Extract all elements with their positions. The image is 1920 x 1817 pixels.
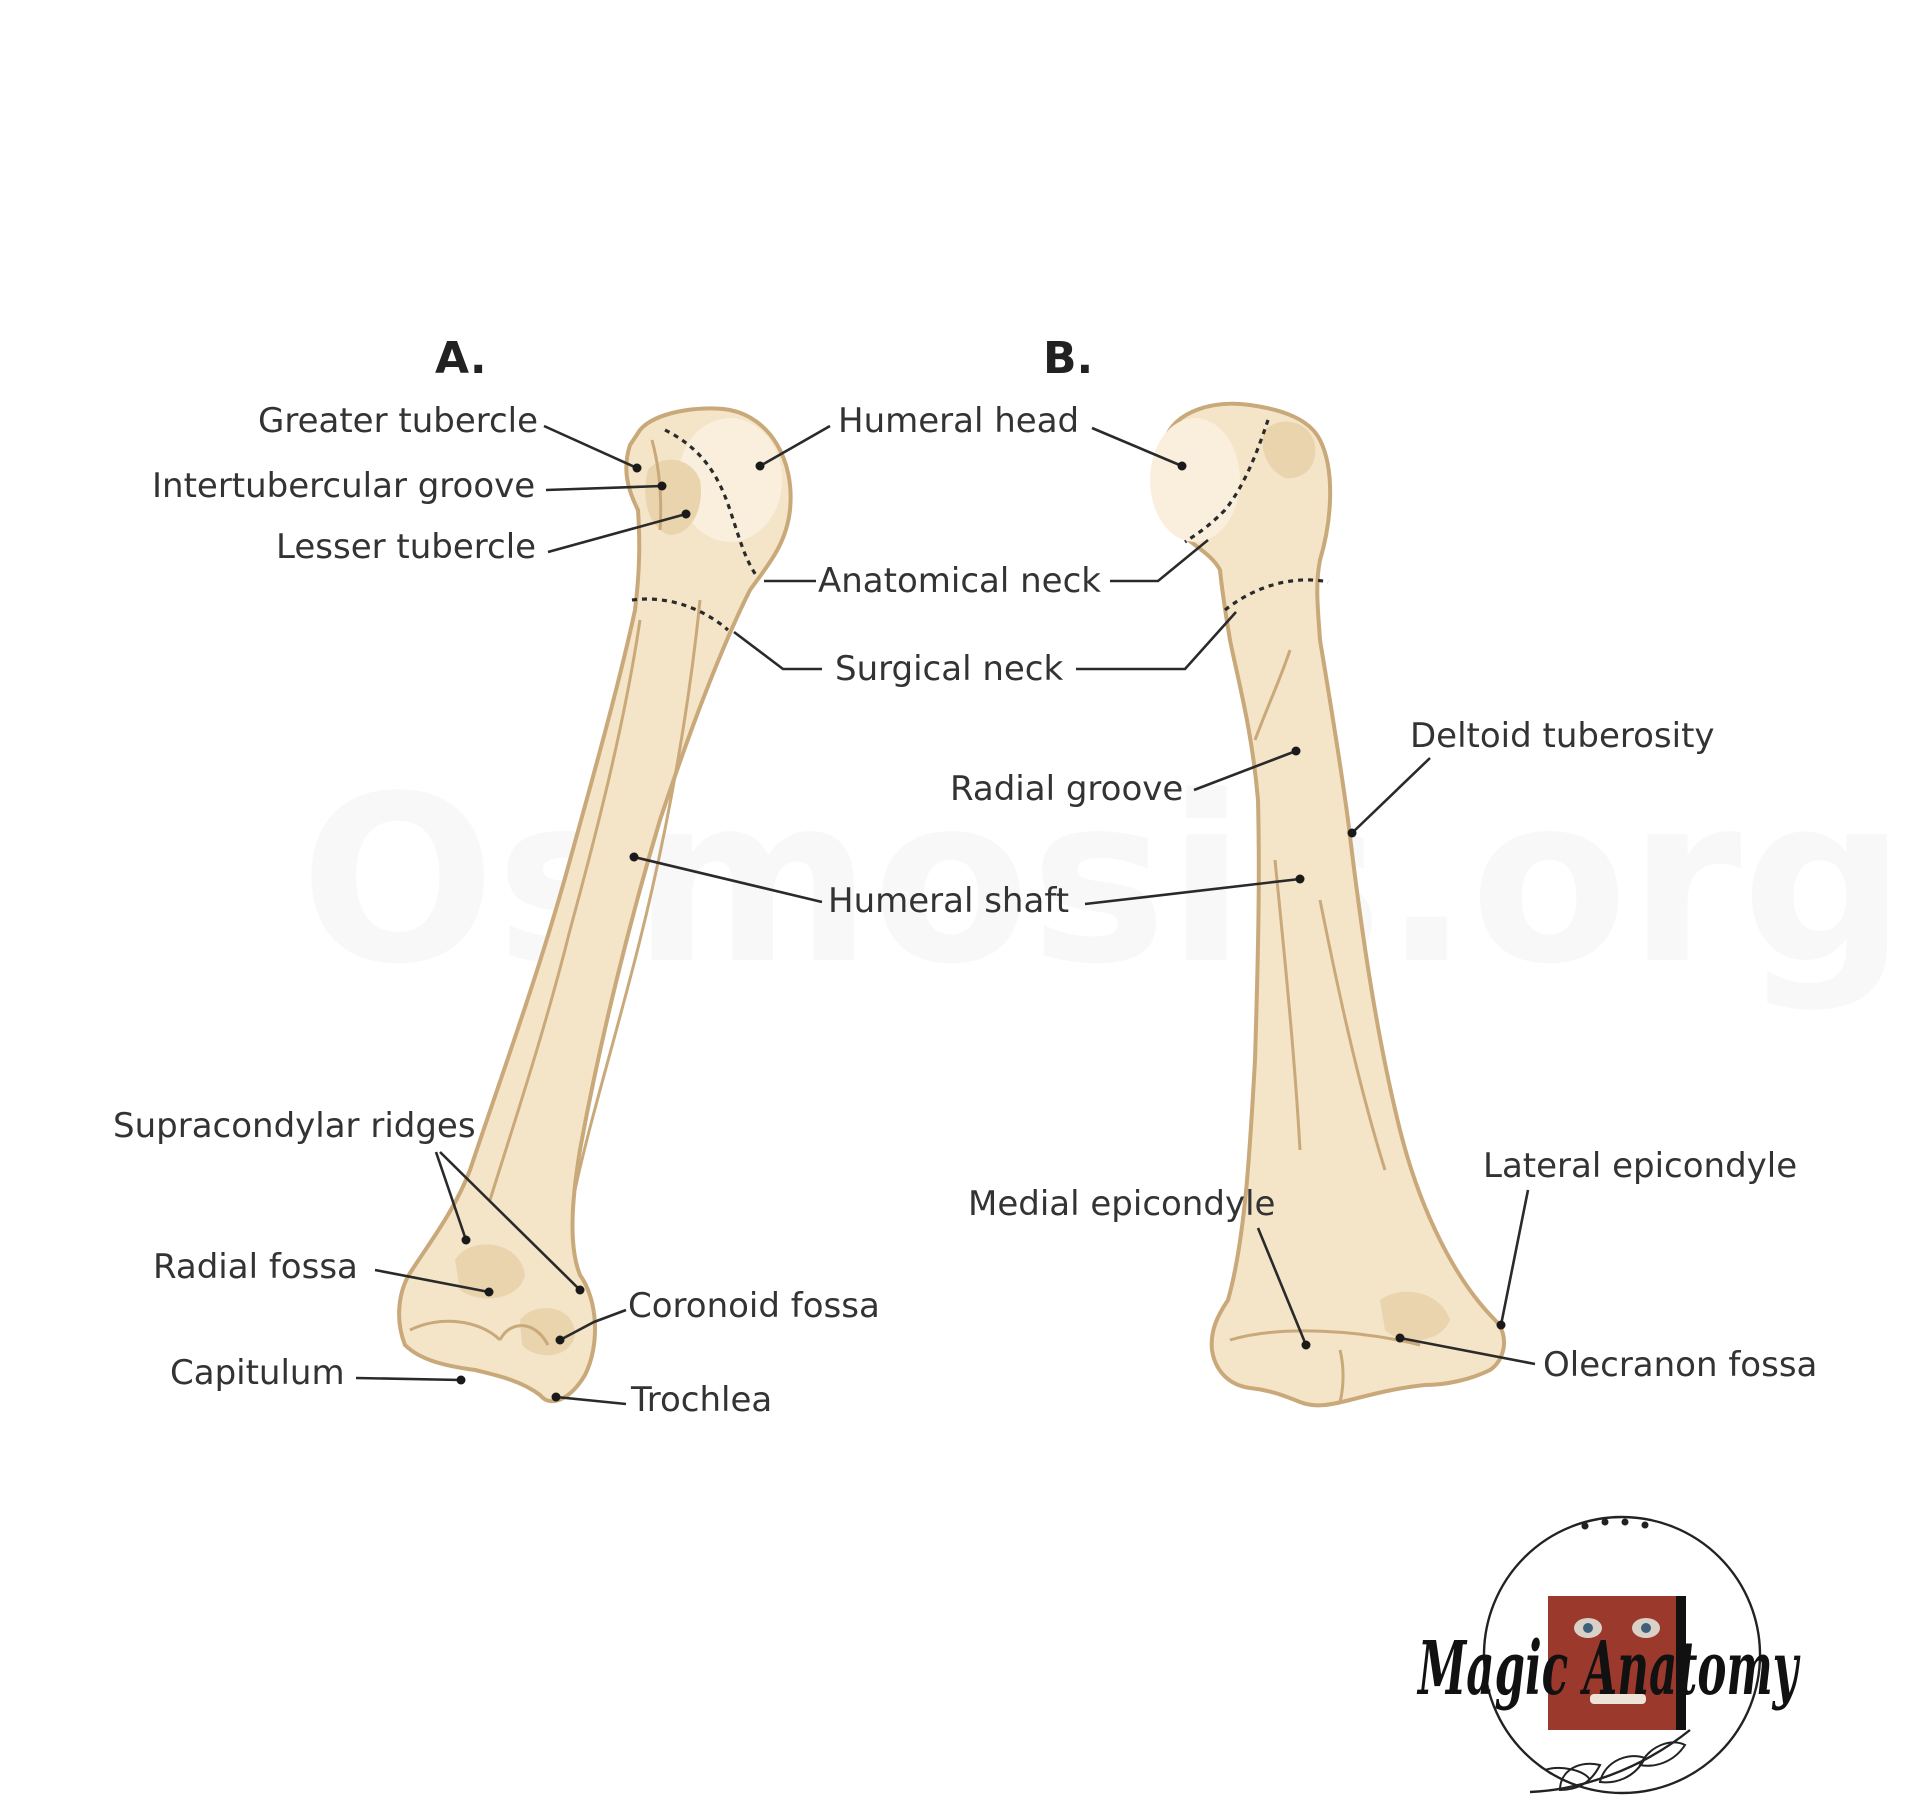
label-lateral-epicondyle: Lateral epicondyle: [1483, 1146, 1797, 1186]
label-supracondylar-ridges: Supracondylar ridges: [113, 1106, 476, 1146]
label-capitulum: Capitulum: [170, 1353, 345, 1393]
label-medial-epicondyle: Medial epicondyle: [968, 1184, 1275, 1224]
label-intertubercular-groove: Intertubercular groove: [152, 466, 535, 506]
panel-a-title: A.: [435, 333, 487, 384]
humerus-posterior-view: [1150, 401, 1507, 1408]
surgical-neck-line-b: [1224, 578, 1329, 612]
label-greater-tubercle: Greater tubercle: [258, 401, 538, 441]
leaf-branch-icon: [1529, 1729, 1691, 1794]
face-image-icon: [1548, 1596, 1686, 1730]
label-radial-fossa: Radial fossa: [153, 1247, 358, 1287]
humerus-anterior-view: [397, 406, 793, 1404]
label-anatomical-neck: Anatomical neck: [818, 561, 1101, 601]
label-coronoid-fossa: Coronoid fossa: [628, 1286, 880, 1326]
logo-text: Magic Anatomy: [1416, 1626, 1801, 1712]
label-deltoid-tuberosity: Deltoid tuberosity: [1410, 716, 1715, 756]
panel-b-title: B.: [1043, 333, 1093, 384]
anatomical-neck-line-a: [664, 428, 760, 579]
label-olecranon-fossa: Olecranon fossa: [1543, 1345, 1817, 1385]
label-humeral-shaft: Humeral shaft: [828, 881, 1069, 921]
magic-anatomy-logo: Magic Anatomy: [1416, 1515, 1801, 1795]
label-humeral-head: Humeral head: [838, 401, 1079, 441]
label-trochlea: Trochlea: [630, 1380, 772, 1420]
label-radial-groove: Radial groove: [950, 769, 1183, 809]
label-lesser-tubercle: Lesser tubercle: [276, 527, 536, 567]
label-surgical-neck: Surgical neck: [835, 649, 1063, 689]
surgical-neck-line-a: [631, 597, 730, 632]
